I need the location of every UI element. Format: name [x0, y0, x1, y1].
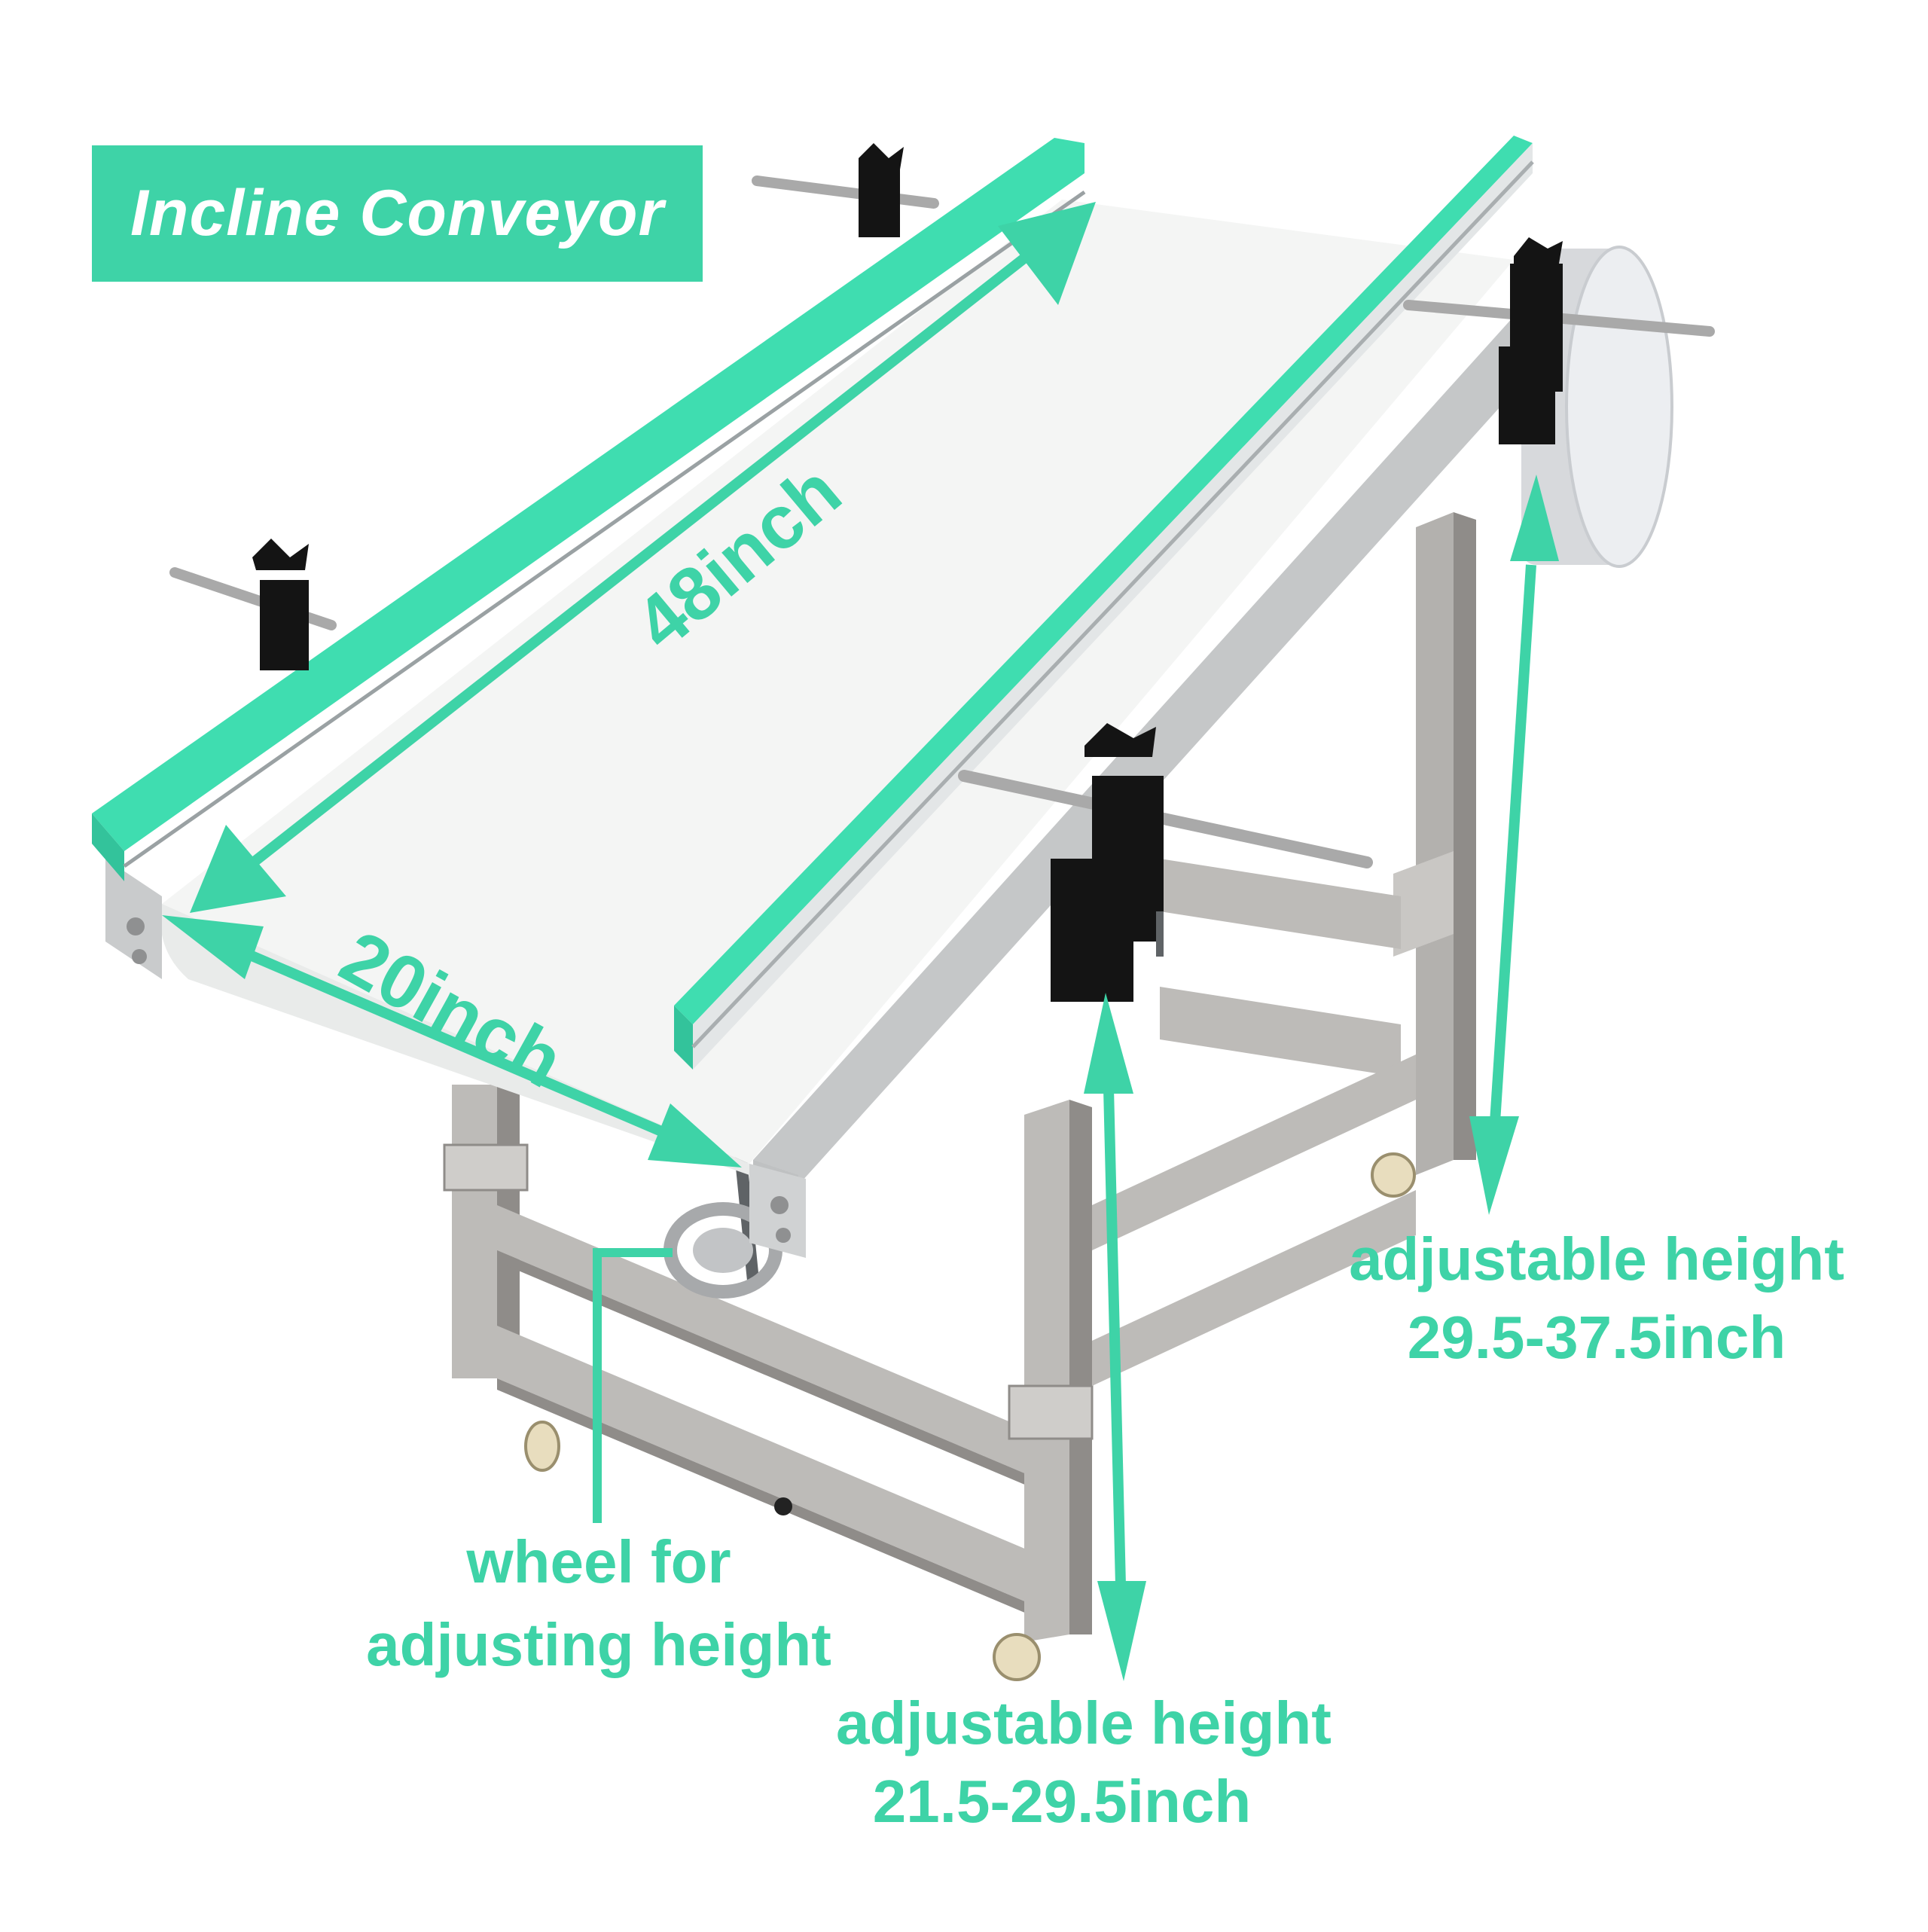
mid-height-line1: adjustable height	[836, 1689, 1332, 1757]
mid-height-line2: 21.5-29.5inch	[872, 1768, 1252, 1835]
height-arrow-right	[1469, 475, 1559, 1215]
guide-rod-right	[1403, 237, 1715, 444]
height-arrow-middle	[1084, 993, 1146, 1681]
mid-height-annotation: adjustable height 21.5-29.5inch	[836, 1689, 1332, 1835]
frame-back	[1160, 512, 1476, 1198]
title-text: Incline Conveyor	[130, 177, 664, 249]
guide-rod-top-left	[752, 143, 939, 237]
wheel-line1: wheel for	[466, 1528, 731, 1595]
width-arrow	[162, 915, 742, 1167]
wheel-leader-line	[593, 1248, 673, 1523]
frame-middle-leg	[993, 1055, 1416, 1681]
wheel-annotation: wheel for adjusting height	[324, 1532, 874, 1675]
wheel-line2: adjusting height	[366, 1611, 831, 1678]
right-height-line2: 29.5-37.5inch	[1407, 1304, 1786, 1371]
right-height-line1: adjustable height	[1349, 1225, 1844, 1293]
length-arrow	[190, 202, 1096, 913]
title-badge: Incline Conveyor	[92, 145, 703, 282]
frame-left-leg	[443, 1085, 1032, 1616]
guide-rod-left	[169, 539, 337, 670]
guide-rod-front	[958, 723, 1373, 1002]
side-guard-right	[674, 136, 1534, 1070]
side-guard-left	[92, 138, 1086, 881]
right-height-annotation: adjustable height 29.5-37.5inch	[1280, 1229, 1913, 1368]
